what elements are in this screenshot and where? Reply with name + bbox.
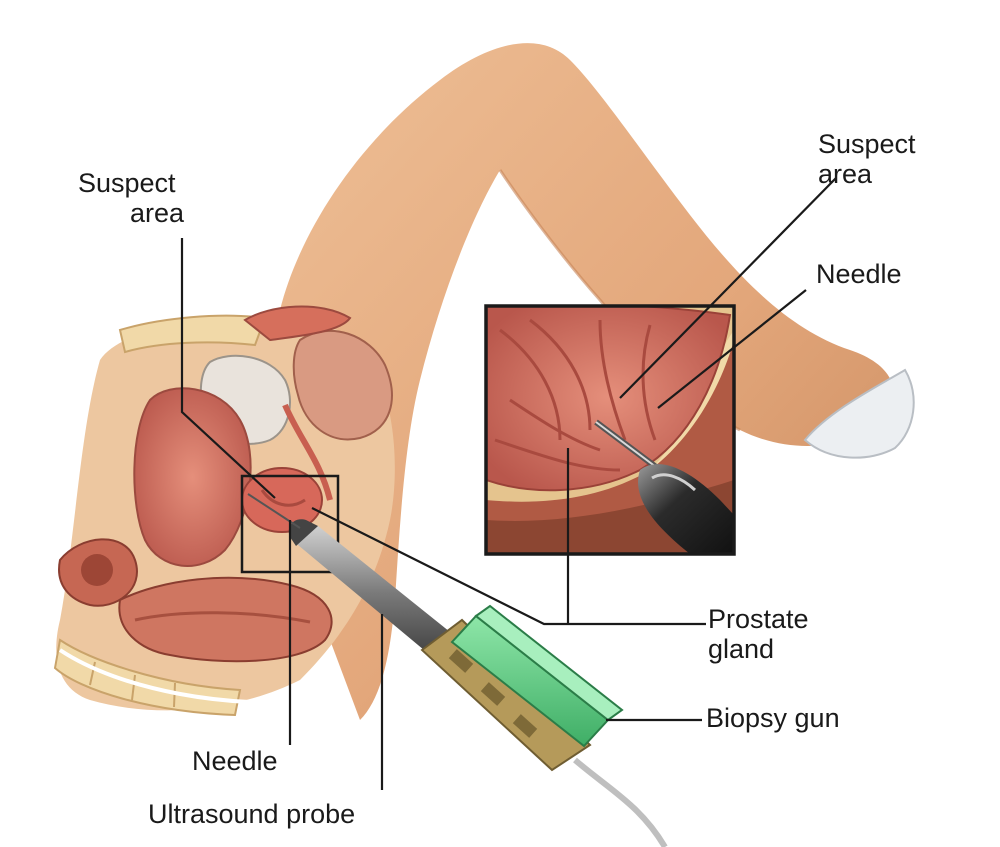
label-suspect-area-left-line2: area (130, 198, 185, 228)
label-suspect-area-right-line1: Suspect (818, 129, 916, 159)
label-suspect-area-right-line2: area (818, 159, 873, 189)
label-needle-bottom: Needle (192, 746, 278, 776)
label-suspect-area-left-line1: Suspect (78, 168, 176, 198)
labels: Suspect area Suspect area Needle Prostat… (78, 129, 916, 829)
label-prostate-gland-line1: Prostate (708, 604, 809, 634)
ultrasound-probe (247, 493, 460, 660)
magnified-inset (484, 304, 736, 556)
label-ultrasound-probe: Ultrasound probe (148, 799, 355, 829)
biopsy-gun (420, 604, 668, 847)
label-needle-right: Needle (816, 259, 902, 289)
label-biopsy-gun: Biopsy gun (706, 703, 840, 733)
sock (803, 368, 915, 459)
label-prostate-gland-line2: gland (708, 634, 774, 664)
leader-lines (180, 177, 837, 790)
pelvic-cross-section (53, 305, 395, 717)
